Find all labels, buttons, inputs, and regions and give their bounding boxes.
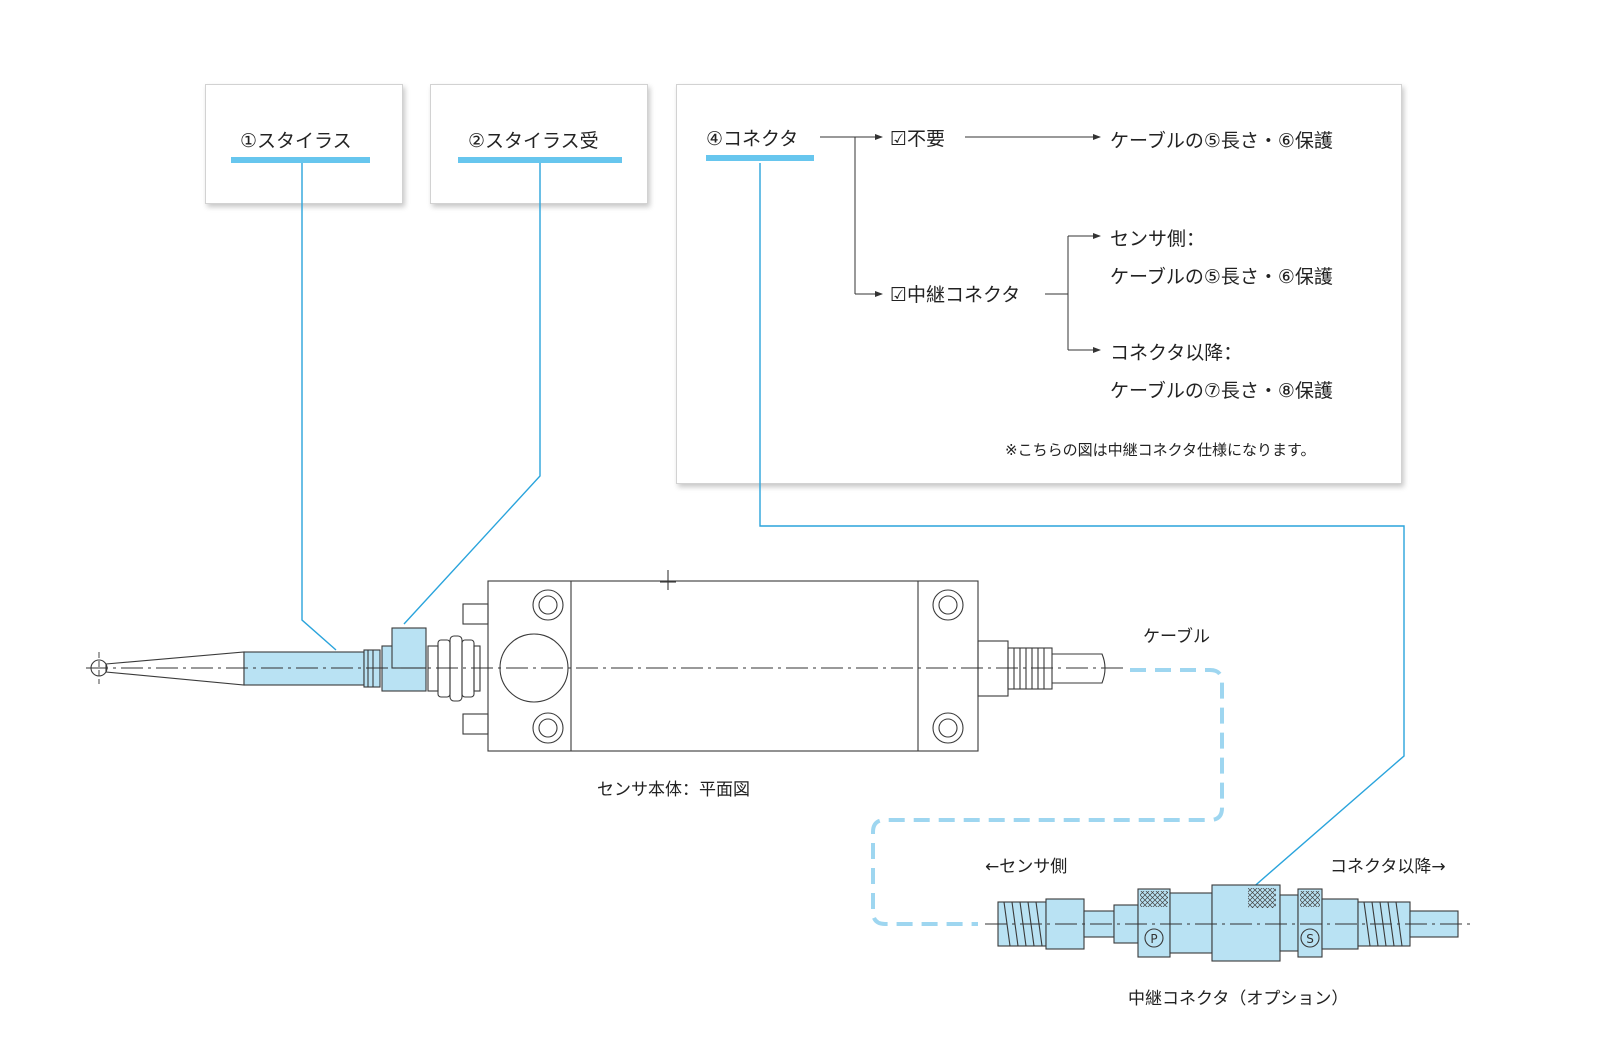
plug-mark-s: S xyxy=(1306,932,1314,946)
cable-label: ケーブル xyxy=(1143,627,1210,647)
after-connector-cable-spec: ケーブルの⑦長さ・⑧保護 xyxy=(1110,380,1333,402)
flow-lines xyxy=(820,134,1101,353)
cable-spec-label-a: ケーブルの⑤長さ・⑥保護 xyxy=(1110,130,1333,152)
sensor-body-drawing xyxy=(90,570,1106,752)
stylus-shaft xyxy=(243,651,365,686)
stylus-underline xyxy=(231,157,370,163)
after-connector-label: コネクタ以降： xyxy=(1110,342,1243,364)
sensor-side-direction: ←センサ側 xyxy=(985,857,1068,877)
dashed-cable xyxy=(871,668,1224,926)
not-required-option: ☑不要 xyxy=(890,128,946,150)
relay-connector-caption: 中継コネクタ（オプション） xyxy=(1128,989,1349,1009)
after-connector-direction: コネクタ以降→ xyxy=(1330,857,1446,877)
leader-lines xyxy=(301,163,1405,891)
stylus-box xyxy=(205,84,403,204)
connector-label: ④コネクタ xyxy=(706,128,799,150)
stylus-holder-label: ②スタイラス受 xyxy=(468,130,599,152)
relay-connector-drawing xyxy=(997,884,1459,962)
sensor-side-cable-spec: ケーブルの⑤長さ・⑥保護 xyxy=(1110,266,1333,288)
connector-underline xyxy=(706,155,814,161)
connector-flow-box xyxy=(676,84,1402,484)
sensor-main-body xyxy=(487,580,979,752)
plug-mark-p: P xyxy=(1150,932,1157,946)
stylus-holder-underline xyxy=(458,157,622,163)
stylus-holder-box xyxy=(430,84,648,204)
sensor-body-caption: センサ本体：平面図 xyxy=(597,780,750,800)
relay-spec-note: ※こちらの図は中継コネクタ仕様になります。 xyxy=(1005,441,1316,459)
stylus-label: ①スタイラス xyxy=(240,130,352,152)
sensor-side-label: センサ側： xyxy=(1110,228,1206,250)
relay-connector-option: ☑中継コネクタ xyxy=(890,284,1021,306)
